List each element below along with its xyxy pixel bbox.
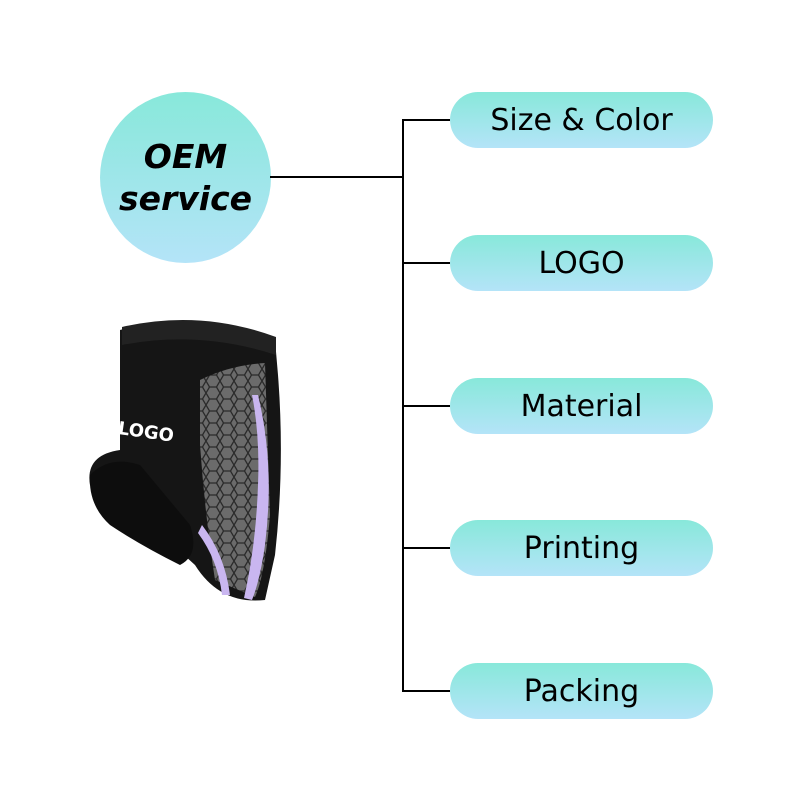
connector-branch <box>402 262 450 264</box>
option-size-color: Size & Color <box>450 92 713 148</box>
hub-title-line1: OEM <box>143 136 228 176</box>
connector-branch <box>402 405 450 407</box>
connector-branch <box>402 690 450 692</box>
option-material: Material <box>450 378 713 434</box>
hub-title-line2: service <box>118 178 253 218</box>
option-packing: Packing <box>450 663 713 719</box>
connector-branch <box>402 119 450 121</box>
ankle-brace-image: LOGO <box>89 319 281 601</box>
option-printing: Printing <box>450 520 713 576</box>
connector-branch <box>402 547 450 549</box>
connector-main <box>270 176 404 178</box>
oem-service-circle: OEM service <box>100 92 271 263</box>
option-logo: LOGO <box>450 235 713 291</box>
